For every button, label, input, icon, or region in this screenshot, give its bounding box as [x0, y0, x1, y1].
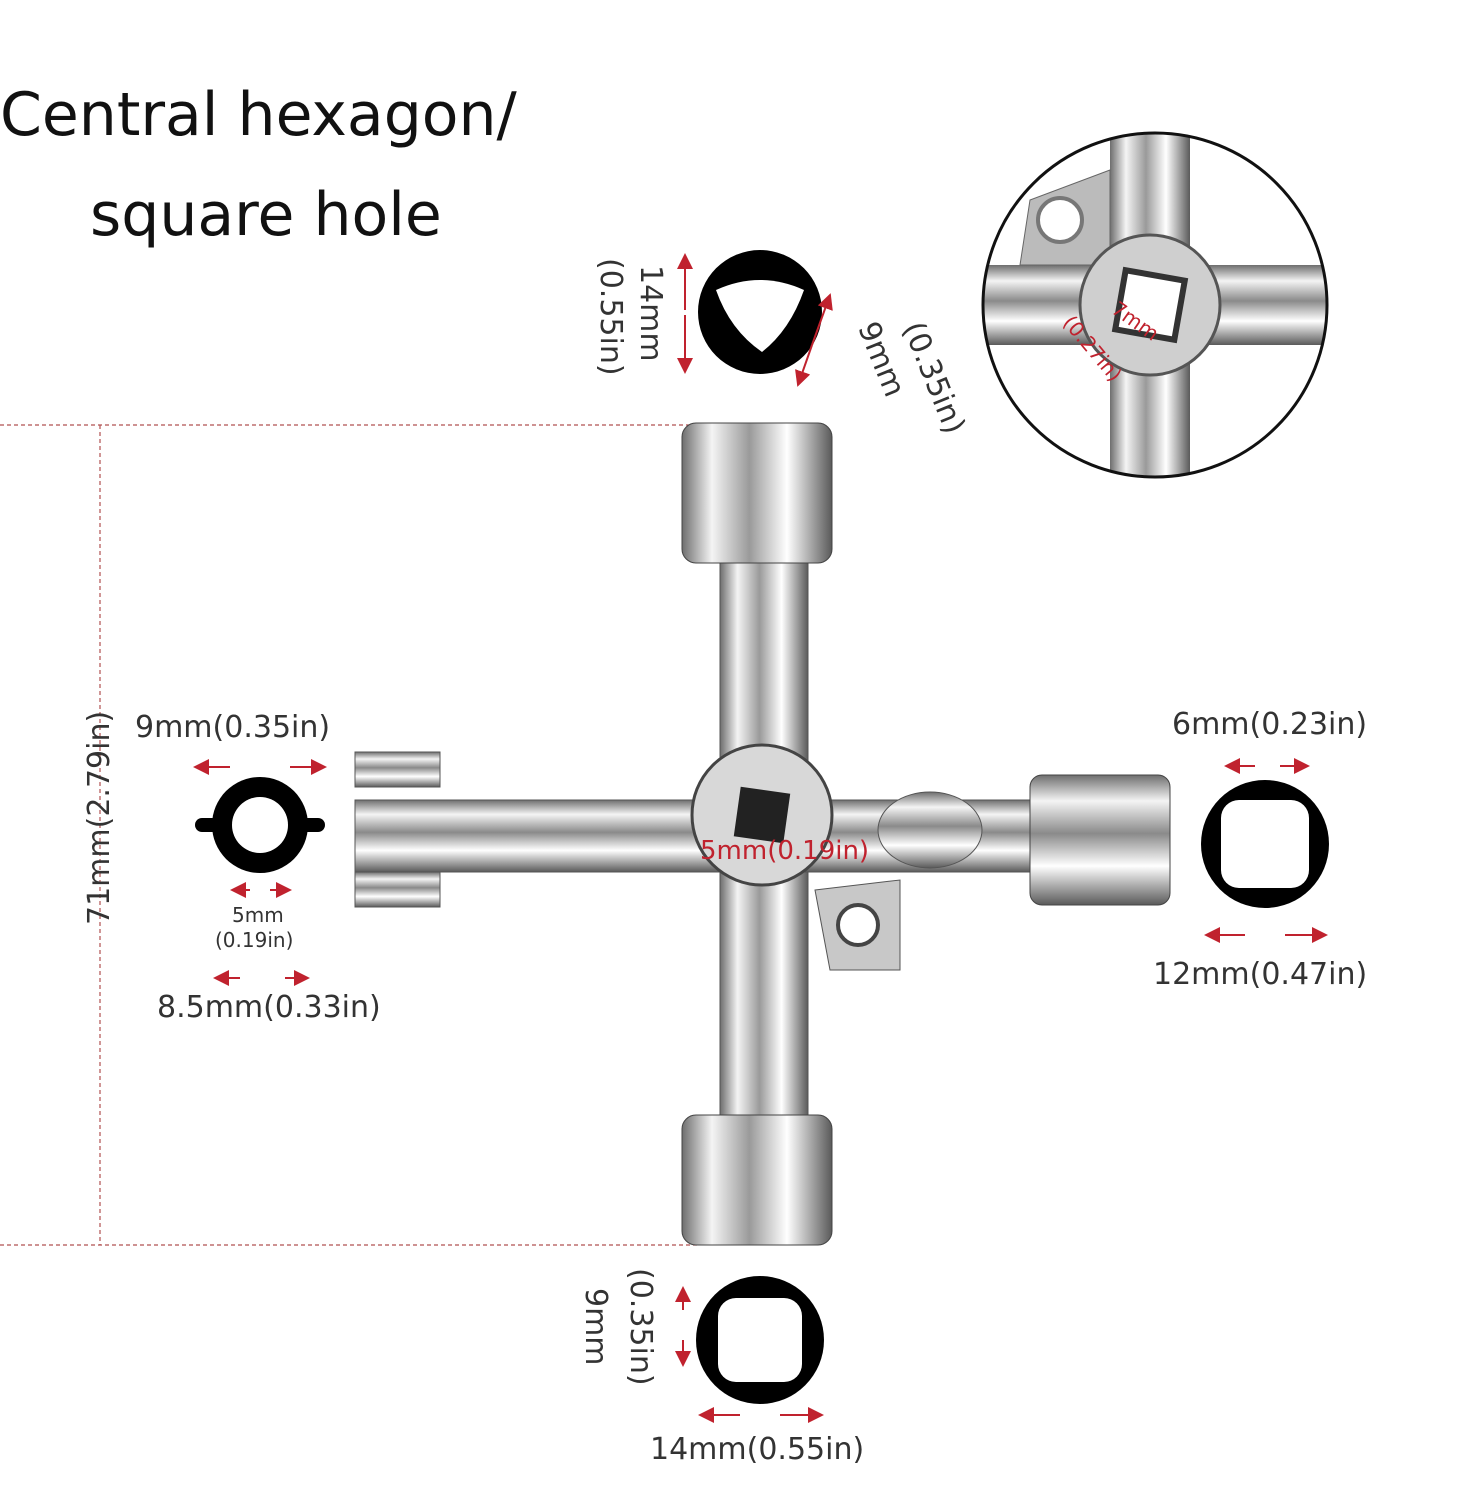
triangle-height-in-label: (0.55in) [593, 258, 628, 376]
square-profile-bottom [696, 1276, 824, 1404]
overall-height-label: 71mm(2.79in) [82, 710, 117, 925]
triangle-profile [698, 250, 822, 374]
title-line-1: Central hexagon/ [0, 80, 517, 150]
right-outer-label: 12mm(0.47in) [1153, 957, 1368, 992]
left-inner-in-label: (0.19in) [215, 928, 294, 952]
square-profile-right [1201, 780, 1329, 908]
round-key-profile [195, 777, 325, 873]
left-outer-label: 9mm(0.35in) [135, 710, 331, 745]
key-body [354, 422, 1171, 1246]
bottom-inner-in-label: (0.35in) [623, 1268, 658, 1386]
center-hole-label: 5mm(0.19in) [700, 836, 870, 866]
left-width-label: 8.5mm(0.33in) [157, 990, 381, 1025]
title-line-2: square hole [90, 180, 442, 250]
triangle-height-label: 14mm [633, 265, 668, 362]
inset-closeup [981, 131, 1329, 479]
left-inner-label: 5mm [232, 903, 284, 927]
right-inner-label: 6mm(0.23in) [1172, 707, 1368, 742]
bottom-inner-label: 9mm [578, 1288, 613, 1366]
dimension-arrows [193, 253, 1328, 1423]
bottom-outer-label: 14mm(0.55in) [650, 1432, 865, 1467]
dimension-guides [0, 424, 700, 1246]
